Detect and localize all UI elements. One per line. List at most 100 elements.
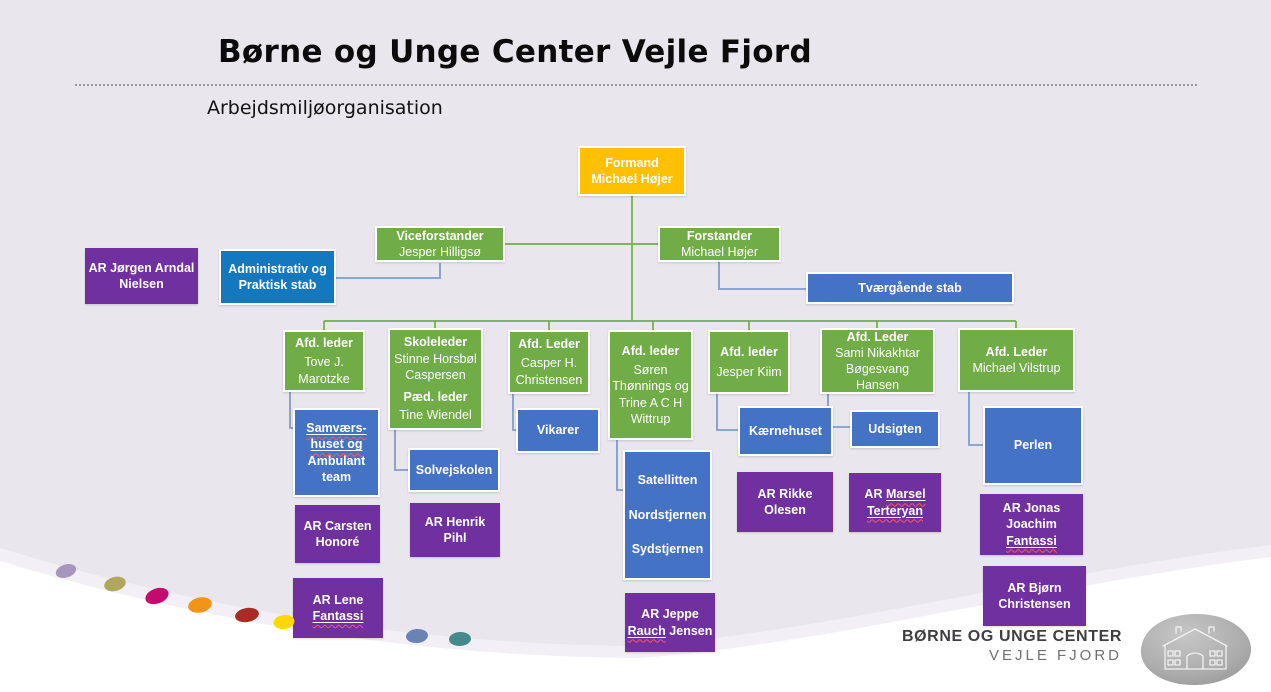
decor-dot bbox=[235, 607, 259, 623]
person-name: Bøgesvang Hansen bbox=[845, 362, 910, 393]
person-name: AR Lene bbox=[312, 592, 364, 607]
unit-label: Nordstjernen bbox=[628, 507, 707, 522]
green-connectors bbox=[323, 196, 1017, 331]
person-name: Jensen bbox=[665, 623, 713, 638]
person-name: Michael Højer bbox=[680, 245, 759, 259]
unit-label: Solvejskolen bbox=[415, 462, 493, 477]
box-unit-satellitten-nordstjernen-sydstjernen: Satellitten Nordstjernen Sydstjernen bbox=[623, 450, 712, 580]
person-name: Terteryan bbox=[866, 503, 924, 518]
box-ar-henrik-pihl: AR Henrik Pihl bbox=[410, 503, 500, 557]
person-name: Jesper Kiim bbox=[716, 364, 782, 379]
unit-label: Vikarer bbox=[536, 423, 580, 438]
box-ar-jeppe-rauch-jensen: AR Jeppe Rauch Jensen bbox=[625, 593, 715, 652]
person-name: Marotzke bbox=[298, 371, 350, 386]
box-ar-carsten-honore: AR Carsten Honoré bbox=[295, 505, 380, 563]
box-viceforstander: Viceforstander Jesper Hilligsø bbox=[375, 226, 505, 262]
person-name: AR Carsten bbox=[303, 518, 372, 533]
box-tvaergaende-stab: Tværgående stab bbox=[806, 272, 1014, 304]
person-name: Christensen bbox=[998, 597, 1071, 611]
person-name: Nielsen bbox=[119, 277, 164, 291]
box-forstander: Forstander Michael Højer bbox=[658, 226, 781, 262]
person-name: Tove J. bbox=[304, 355, 344, 370]
person-name: Olesen bbox=[764, 503, 806, 517]
person-name: Søren bbox=[633, 363, 668, 378]
logo-title: BØRNE OG UNGE CENTER bbox=[901, 628, 1122, 645]
unit-label: Satellitten bbox=[637, 473, 698, 488]
person-name: Caspersen bbox=[405, 367, 466, 382]
box-unit-solvejskolen: Solvejskolen bbox=[408, 448, 500, 492]
person-name: Honoré bbox=[315, 535, 360, 549]
role-label: Skoleleder bbox=[403, 335, 468, 350]
box-leader-sami-hansen: Afd. Leder Sami Nikakhtar Bøgesvang Hans… bbox=[820, 328, 935, 394]
unit-label: Sydstjernen bbox=[631, 542, 704, 557]
box-ar-jorgen-arndal-nielsen: AR Jørgen Arndal Nielsen bbox=[85, 248, 198, 304]
role-label: Afd. Leder bbox=[846, 329, 909, 344]
box-ar-marsel-terteryan: AR Marsel Terteryan bbox=[849, 473, 941, 532]
page-subtitle: Arbejdsmiljøorganisation bbox=[207, 97, 443, 119]
role-label: Afd. leder bbox=[295, 336, 353, 351]
decor-dot bbox=[406, 628, 428, 644]
box-ar-rikke-olesen: AR Rikke Olesen bbox=[737, 472, 833, 532]
box-ar-jonas-joachim-fantassi: AR Jonas Joachim Fantassi bbox=[980, 494, 1083, 555]
box-leader-tove-marotzke: Afd. leder Tove J. Marotzke bbox=[283, 330, 365, 392]
unit-label: Tværgående stab bbox=[858, 280, 962, 295]
decor-dot bbox=[55, 564, 77, 578]
box-leader-casper-christensen: Afd. Leder Casper H. Christensen bbox=[508, 330, 590, 394]
person-name: Sami Nikakhtar bbox=[835, 345, 920, 360]
person-name: AR Jørgen Arndal bbox=[88, 260, 195, 275]
box-leader-michael-vilstrup: Afd. Leder Michael Vilstrup bbox=[958, 328, 1075, 392]
person-name: Michael Vilstrup bbox=[972, 361, 1061, 375]
unit-label: huset og bbox=[310, 437, 363, 452]
box-leader-skoleleder: Skoleleder Stinne Horsbøl Caspersen Pæd.… bbox=[388, 328, 483, 430]
role-label: Afd. leder bbox=[621, 343, 680, 358]
page-title: Børne og Unge Center Vejle Fjord bbox=[218, 34, 812, 70]
unit-label: Samværs- bbox=[306, 421, 367, 435]
person-name: Michael Højer bbox=[591, 172, 673, 186]
box-unit-vikarer: Vikarer bbox=[516, 408, 600, 453]
decor-dot bbox=[145, 587, 169, 605]
box-unit-samvaershuset: Samværs- huset og Ambulant team bbox=[293, 408, 380, 497]
box-ar-lene-fantassi: AR Lene Fantassi bbox=[293, 578, 383, 638]
person-name: Tine Wiendel bbox=[399, 408, 472, 423]
logo-subtitle: VEJLE FJORD bbox=[988, 647, 1122, 664]
box-formand: Formand Michael Højer bbox=[578, 146, 686, 196]
box-leader-soren-trine: Afd. leder Søren Thønnings og Trine A C … bbox=[608, 330, 693, 440]
role-label: Afd. Leder bbox=[985, 344, 1048, 359]
person-name: Marsel bbox=[885, 487, 926, 502]
person-name: Thønnings og bbox=[612, 379, 689, 394]
person-name: Stinne Horsbøl bbox=[394, 351, 477, 366]
unit-label: Perlen bbox=[1013, 438, 1053, 453]
person-name: AR Henrik Pihl bbox=[424, 514, 486, 545]
unit-label: Udsigten bbox=[868, 421, 922, 436]
decor-dot bbox=[104, 576, 126, 592]
person-name: Wittrup bbox=[630, 411, 671, 426]
role-label: Forstander bbox=[686, 228, 753, 243]
unit-label: Ambulant bbox=[307, 453, 366, 468]
person-name: AR bbox=[864, 487, 886, 502]
person-name: Rauch bbox=[627, 623, 666, 638]
box-ar-bjorn-christensen: AR Bjørn Christensen bbox=[983, 566, 1086, 626]
person-name: Trine A C H bbox=[618, 395, 683, 410]
role-label: Pæd. leder bbox=[403, 390, 468, 405]
house-icon bbox=[1140, 613, 1252, 686]
box-unit-kaernehuset: Kærnehuset bbox=[738, 406, 833, 456]
person-name: Casper H. bbox=[520, 356, 578, 371]
unit-label: team bbox=[321, 469, 352, 484]
decor-dot bbox=[188, 597, 212, 613]
box-leader-jesper-kiim: Afd. leder Jesper Kiim bbox=[708, 330, 790, 394]
box-unit-udsigten: Udsigten bbox=[850, 410, 940, 448]
logo: BØRNE OG UNGE CENTER VEJLE FJORD bbox=[902, 628, 1122, 664]
unit-label: Administrativ og bbox=[228, 261, 327, 276]
person-name: Fantassi bbox=[312, 609, 364, 623]
person-name: AR Jeppe bbox=[641, 607, 699, 622]
decor-dot bbox=[449, 631, 471, 647]
person-name: AR Jonas bbox=[1002, 501, 1061, 516]
role-label: Afd. leder bbox=[720, 345, 778, 360]
decor-dot bbox=[273, 614, 295, 630]
role-label: Formand bbox=[605, 155, 659, 170]
person-name: AR Bjørn bbox=[1007, 580, 1062, 595]
person-name: AR Rikke bbox=[757, 486, 813, 501]
